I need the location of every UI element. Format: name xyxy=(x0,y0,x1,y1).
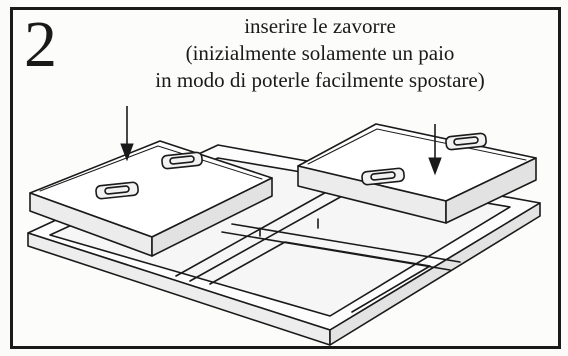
handle-left-rear xyxy=(161,151,203,170)
instruction-line-1: inserire le zavorre xyxy=(244,14,396,38)
instruction-line-3: in modo di poterle facilmente spostare) xyxy=(155,68,485,92)
ballast-block-left xyxy=(29,140,273,257)
instruction-text: inserire le zavorre (inizialmente solame… xyxy=(100,13,540,94)
handle-right-front xyxy=(361,167,405,186)
insert-arrow-right xyxy=(428,124,442,176)
handle-right-rear xyxy=(445,132,487,151)
ballast-block-right xyxy=(297,123,537,224)
insert-arrow-left xyxy=(120,106,134,162)
handle-left-front xyxy=(95,181,139,200)
instruction-line-2: (inizialmente solamente un paio xyxy=(185,41,455,65)
step-number: 2 xyxy=(24,8,57,81)
